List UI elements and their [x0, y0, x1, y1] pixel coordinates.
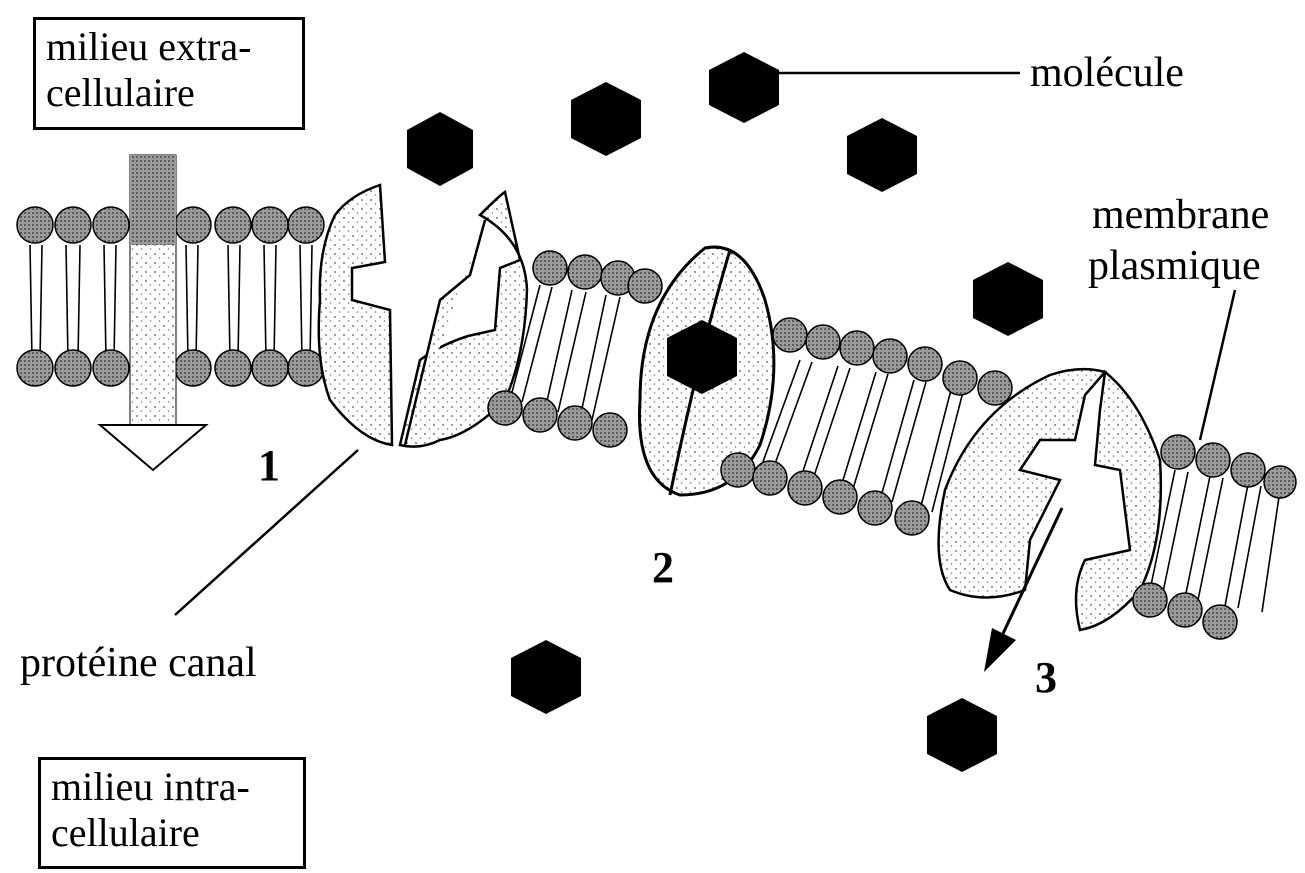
- extracellular-label-line2: cellulaire: [46, 70, 292, 116]
- channel-protein-label: protéine canal: [20, 640, 257, 686]
- molecule-1: [407, 112, 473, 186]
- channel-protein-right: [939, 369, 1161, 630]
- membrane-label-line2: plasmique: [1088, 243, 1261, 289]
- diffusion-arrow: [100, 155, 206, 470]
- step-2-label: 2: [652, 545, 674, 591]
- molecule-3: [709, 52, 779, 123]
- step-1-label: 1: [258, 443, 280, 489]
- molecule-7: [927, 698, 997, 772]
- extracellular-label-line1: milieu extra-: [46, 24, 292, 70]
- step-3-label: 3: [1035, 655, 1057, 701]
- intracellular-label-line2: cellulaire: [51, 810, 293, 856]
- molecule-label: molécule: [1030, 50, 1184, 96]
- molecule-4: [847, 118, 917, 192]
- intracellular-label-line1: milieu intra-: [51, 764, 293, 810]
- intracellular-label-box: milieu intra- cellulaire: [38, 757, 306, 869]
- molecule-5: [973, 262, 1043, 336]
- molecule-6: [511, 640, 581, 714]
- molecule-2: [571, 82, 641, 156]
- extracellular-label-box: milieu extra- cellulaire: [33, 17, 305, 130]
- membrane-label-line1: membrane: [1092, 192, 1269, 238]
